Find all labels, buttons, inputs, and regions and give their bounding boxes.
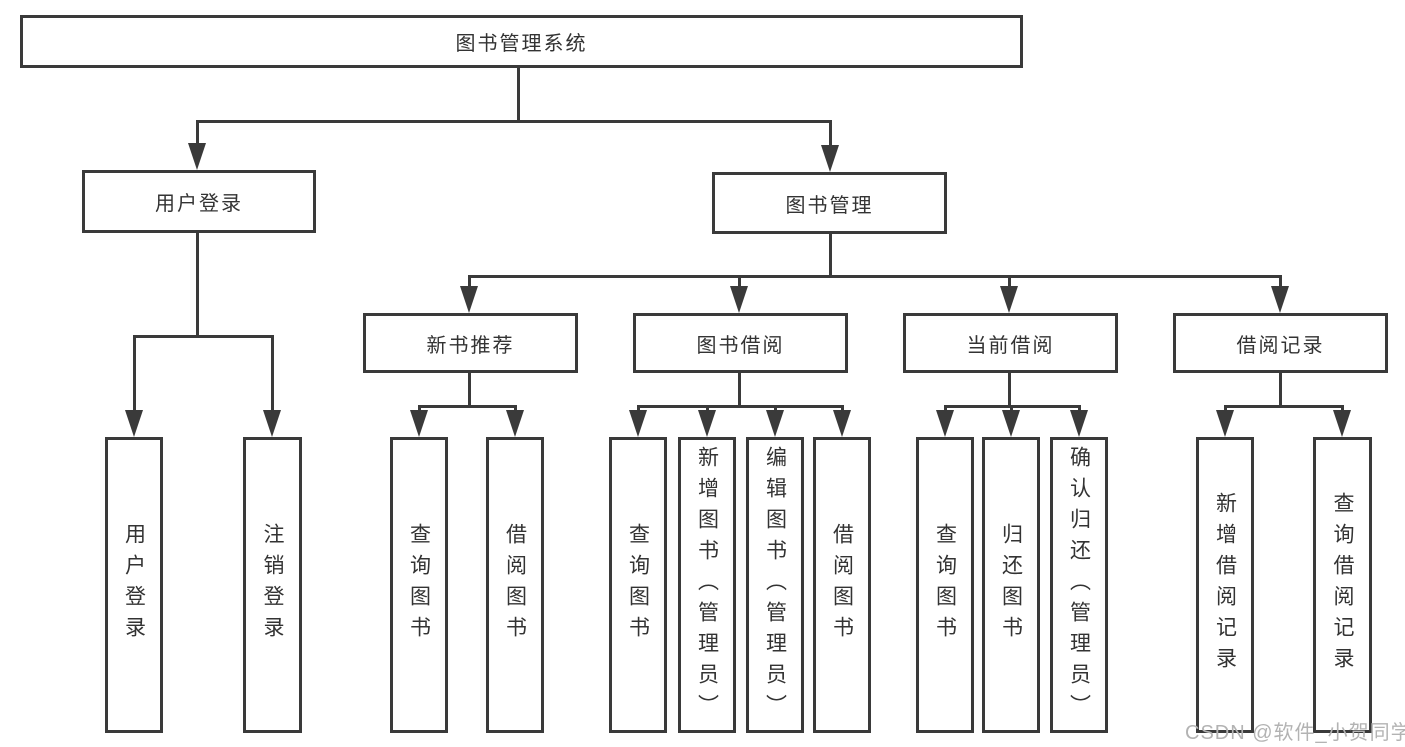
node-book-borrow-label: 图书借阅: [696, 334, 785, 357]
connector-branch-rail: [1224, 405, 1344, 408]
leaf-query-books-borrow: 查询图书: [609, 437, 667, 733]
connector-stem-leaf: [133, 335, 136, 415]
connector-stem-new-book: [468, 275, 471, 291]
arrow-down-icon: [821, 145, 839, 172]
arrow-down-icon: [1216, 410, 1234, 437]
connector-stem-leaf: [271, 335, 274, 415]
arrow-down-icon: [1000, 286, 1018, 313]
node-new-book-rec: 新书推荐: [363, 313, 578, 373]
leaf-add-borrow-record-label: 新增借阅记录: [1213, 492, 1237, 678]
arrow-down-icon: [730, 286, 748, 313]
arrow-down-icon: [506, 410, 524, 437]
connector-stem-book-mgmt: [829, 120, 832, 148]
node-user-login-label: 用户登录: [155, 193, 243, 215]
leaf-add-book-admin: 新增图书（管理员）: [678, 437, 736, 733]
connector-branch-stem: [1008, 373, 1011, 408]
connector-user-login-stem: [196, 233, 199, 338]
node-current-borrow: 当前借阅: [903, 313, 1118, 373]
connector-level1-rail: [196, 120, 832, 123]
arrow-down-icon: [698, 410, 716, 437]
arrow-down-icon: [1070, 410, 1088, 437]
leaf-borrow-books-borrow-label: 借阅图书: [830, 523, 854, 647]
arrow-down-icon: [629, 410, 647, 437]
leaf-borrow-books-newrec: 借阅图书: [486, 437, 544, 733]
connector-stem-borrow-records: [1279, 275, 1282, 291]
leaf-borrow-books-borrow: 借阅图书: [813, 437, 871, 733]
connector-root-stem: [517, 68, 520, 123]
node-borrow-records-label: 借阅记录: [1236, 334, 1325, 357]
arrow-down-icon: [833, 410, 851, 437]
leaf-query-books-newrec: 查询图书: [390, 437, 448, 733]
connector-stem-book-borrow: [738, 275, 741, 291]
arrow-down-icon: [1333, 410, 1351, 437]
node-book-mgmt-label: 图书管理: [785, 194, 874, 217]
leaf-confirm-return-admin-label: 确认归还（管理员）: [1067, 445, 1091, 725]
node-book-borrow: 图书借阅: [633, 313, 848, 373]
leaf-return-books-label: 归还图书: [999, 523, 1023, 647]
connector-stem-user-login: [196, 120, 199, 146]
leaf-borrow-books-newrec-label: 借阅图书: [503, 523, 527, 647]
leaf-query-borrow-record-label: 查询借阅记录: [1331, 492, 1354, 678]
arrow-down-icon: [1002, 410, 1020, 437]
arrow-down-icon: [188, 143, 206, 170]
leaf-logout: 注销登录: [243, 437, 302, 733]
leaf-query-borrow-record: 查询借阅记录: [1313, 437, 1372, 733]
arrow-down-icon: [263, 410, 281, 437]
leaf-add-book-admin-label: 新增图书（管理员）: [695, 445, 719, 725]
connector-branch-rail: [418, 405, 517, 408]
leaf-query-books-current-label: 查询图书: [933, 523, 957, 647]
node-current-borrow-label: 当前借阅: [966, 334, 1055, 357]
arrow-down-icon: [125, 410, 143, 437]
node-root: 图书管理系统: [20, 15, 1023, 68]
connector-branch-stem: [1279, 373, 1282, 408]
connector-book-mgmt-stem: [829, 234, 832, 278]
leaf-logout-label: 注销登录: [261, 523, 284, 647]
node-user-login: 用户登录: [82, 170, 316, 233]
csdn-watermark: CSDN @软件_小贺同学: [1185, 722, 1405, 744]
leaf-query-books-borrow-label: 查询图书: [626, 523, 650, 647]
leaf-edit-book-admin-label: 编辑图书（管理员）: [763, 445, 787, 725]
leaf-edit-book-admin: 编辑图书（管理员）: [746, 437, 804, 733]
node-borrow-records: 借阅记录: [1173, 313, 1388, 373]
connector-branch-stem: [738, 373, 741, 408]
arrow-down-icon: [460, 286, 478, 313]
leaf-query-books-newrec-label: 查询图书: [407, 523, 431, 647]
arrow-down-icon: [936, 410, 954, 437]
leaf-return-books: 归还图书: [982, 437, 1040, 733]
leaf-add-borrow-record: 新增借阅记录: [1196, 437, 1254, 733]
node-book-mgmt: 图书管理: [712, 172, 947, 234]
arrow-down-icon: [410, 410, 428, 437]
connector-branch-rail: [637, 405, 844, 408]
leaf-query-books-current: 查询图书: [916, 437, 974, 733]
leaf-user-login-label: 用户登录: [122, 523, 146, 647]
node-new-book-rec-label: 新书推荐: [426, 334, 515, 357]
connector-user-login-rail: [133, 335, 274, 338]
leaf-confirm-return-admin: 确认归还（管理员）: [1050, 437, 1108, 733]
connector-level3-rail: [468, 275, 1282, 278]
arrow-down-icon: [766, 410, 784, 437]
arrow-down-icon: [1271, 286, 1289, 313]
connector-stem-current-borrow: [1008, 275, 1011, 291]
node-root-label: 图书管理系统: [455, 33, 588, 55]
connector-branch-stem: [468, 373, 471, 408]
leaf-user-login: 用户登录: [105, 437, 163, 733]
